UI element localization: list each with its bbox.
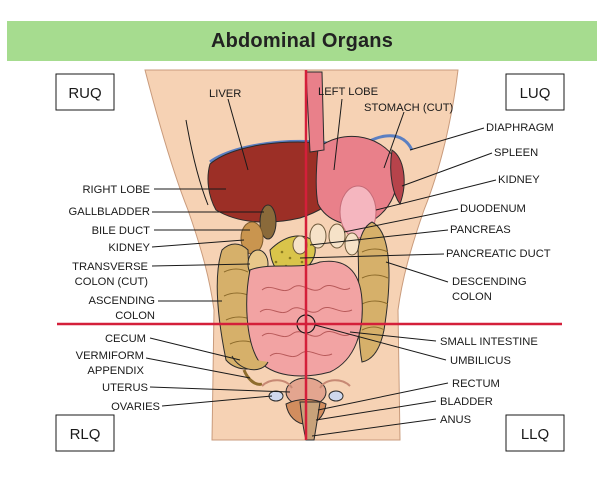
skin-contour <box>185 119 209 206</box>
luq-label: LUQ <box>520 85 551 102</box>
label-transverse-colon-2: COLON (CUT) <box>75 276 149 288</box>
label-pancreatic-duct: PANCREATIC DUCT <box>446 248 551 260</box>
esophagus <box>305 71 325 153</box>
rlq-label: RLQ <box>70 426 101 443</box>
label-kidney-left: KIDNEY <box>498 174 540 186</box>
label-pancreas: PANCREAS <box>450 224 511 236</box>
label-stomach: STOMACH (CUT) <box>364 102 454 114</box>
label-small-intestine: SMALL INTESTINE <box>440 336 538 348</box>
label-bladder: BLADDER <box>440 396 493 408</box>
label-descending-colon-1: DESCENDING <box>452 276 527 288</box>
label-ovaries: OVARIES <box>111 401 160 413</box>
label-kidney-right: KIDNEY <box>108 242 150 254</box>
label-ascending-colon-2: COLON <box>115 310 155 322</box>
label-umbilicus: UMBILICUS <box>450 355 511 367</box>
label-right-lobe: RIGHT LOBE <box>82 184 150 196</box>
label-anus: ANUS <box>440 414 471 426</box>
vermiform-appendix <box>242 369 263 386</box>
label-duodenum: DUODENUM <box>460 203 526 215</box>
label-cecum: CECUM <box>105 333 146 345</box>
label-ascending-colon-1: ASCENDING <box>88 295 155 307</box>
label-left-lobe: LEFT LOBE <box>318 86 378 98</box>
ruq-label: RUQ <box>68 85 101 102</box>
diagram-title: Abdominal Organs <box>210 29 394 52</box>
label-appendix-2: APPENDIX <box>87 365 144 377</box>
llq-box: LLQ <box>505 414 565 452</box>
label-bile-duct: BILE DUCT <box>92 225 151 237</box>
label-spleen: SPLEEN <box>494 147 538 159</box>
cecum <box>231 355 269 371</box>
ruq-box: RUQ <box>55 73 115 111</box>
label-uterus: UTERUS <box>102 382 148 394</box>
fallopian-tubes <box>261 379 351 389</box>
llq-label: LLQ <box>521 426 549 443</box>
label-liver: LIVER <box>209 88 241 100</box>
rlq-box: RLQ <box>55 414 115 452</box>
label-rectum: RECTUM <box>452 378 500 390</box>
leader-lines <box>145 98 497 437</box>
title-banner: Abdominal Organs <box>7 21 597 61</box>
label-diaphragm: DIAPHRAGM <box>486 122 554 134</box>
left-ovary <box>328 390 344 402</box>
small-intestine <box>246 260 363 377</box>
label-gallbladder: GALLBLADDER <box>69 206 150 218</box>
descending-colon <box>357 221 390 363</box>
label-transverse-colon-1: TRANSVERSE <box>72 261 148 273</box>
luq-box: LUQ <box>505 73 565 111</box>
label-descending-colon-2: COLON <box>452 291 492 303</box>
label-appendix-1: VERMIFORM <box>76 350 144 362</box>
gallbladder <box>259 204 277 240</box>
